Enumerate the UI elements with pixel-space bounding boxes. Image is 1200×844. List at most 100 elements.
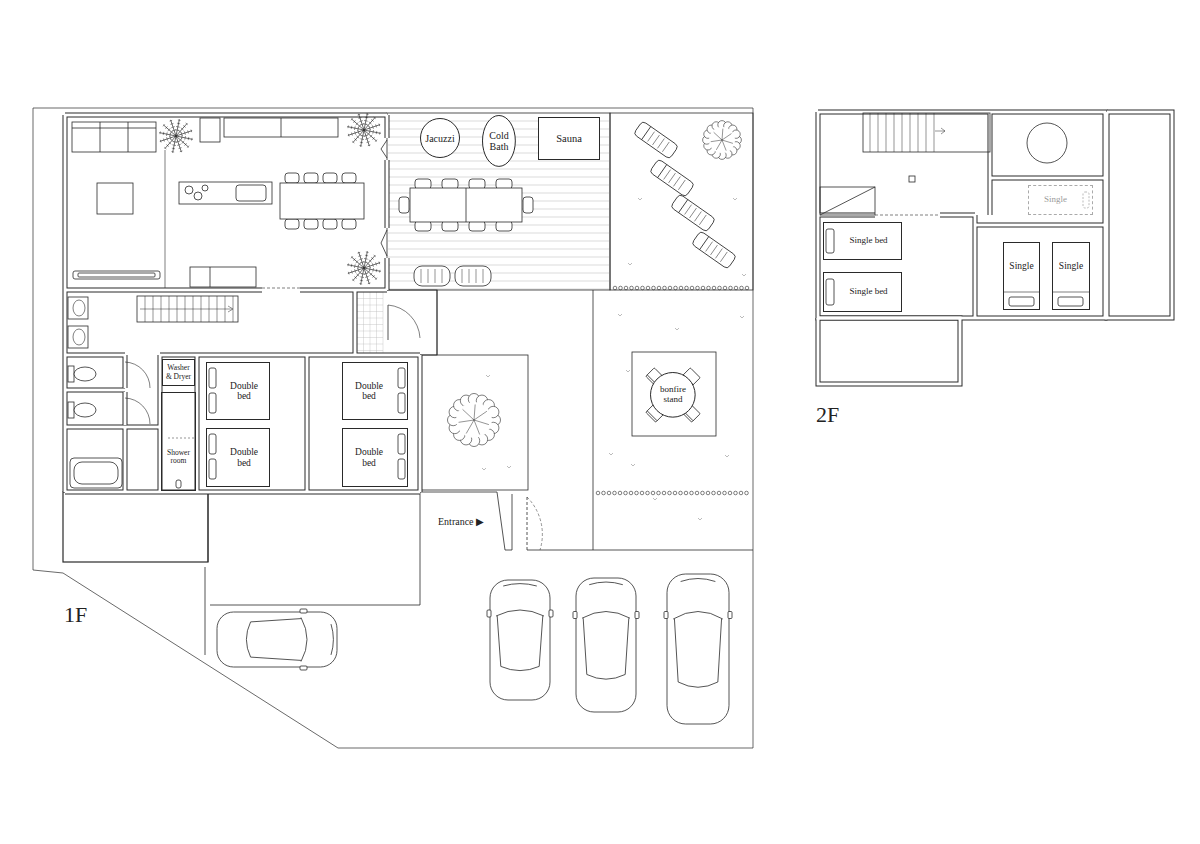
palm-leaf: [364, 268, 381, 271]
door-leaf: [388, 305, 389, 340]
wall-outer: [123, 355, 128, 388]
kitchen-sink: [236, 185, 266, 201]
grass-mark: [631, 464, 635, 466]
palm-leaf: [364, 117, 375, 130]
border-dot: [657, 491, 661, 495]
palm-frond: [365, 117, 368, 119]
border-dot: [613, 491, 617, 495]
laundry-box: Washer & Dryer: [162, 359, 195, 386]
toilet-bowl: [74, 403, 96, 417]
palm-frond: [368, 144, 371, 146]
pillow: [209, 459, 216, 479]
car: [487, 580, 553, 700]
palm-leaf: [176, 136, 189, 147]
palm-frond: [348, 272, 350, 275]
palm-frond: [365, 255, 368, 257]
lounger-back: [642, 127, 651, 140]
border-dot: [706, 491, 710, 495]
wall-outer: [973, 215, 978, 318]
palm-frond: [372, 268, 374, 272]
tree-branch: [474, 420, 489, 425]
wall-outer: [818, 318, 960, 384]
border-dot: [624, 286, 628, 290]
palm-frond: [348, 134, 350, 137]
border-dot: [629, 491, 633, 495]
garden-outline: [610, 113, 753, 290]
stair-tread: [902, 113, 903, 152]
lounger-slat: [694, 212, 701, 222]
grass-mark: [628, 263, 632, 265]
palm-leaf: [159, 133, 176, 136]
border-dot: [723, 491, 727, 495]
palm-frond: [351, 264, 353, 267]
dining-chair: [323, 173, 337, 183]
pillow: [826, 229, 834, 253]
deck-chair: [415, 179, 431, 189]
lounger-slat: [690, 208, 697, 218]
sliding-door: [381, 140, 387, 158]
garden-lounger: [649, 159, 694, 197]
node-label: Washer & Dryer: [165, 364, 192, 381]
opening-line: [875, 215, 940, 216]
palm-frond: [364, 120, 368, 122]
tree-branch: [463, 409, 474, 420]
outlines: [63, 113, 753, 655]
wall-outer: [975, 223, 1105, 228]
border-dot: [607, 491, 611, 495]
deck-chair: [399, 197, 409, 213]
wall-line: [437, 290, 438, 355]
lounger: [414, 266, 450, 286]
palm-frond: [191, 138, 193, 141]
palm-leaf: [361, 268, 364, 285]
deck-board: [388, 241, 609, 242]
wall-outer: [65, 288, 262, 293]
palm-frond: [184, 143, 186, 145]
kitchen-island: [179, 182, 272, 204]
shower-drain: [176, 480, 181, 488]
entrance-wall: [497, 492, 512, 550]
palm-frond: [364, 258, 368, 260]
palm-leaf: [351, 119, 364, 130]
palm-frond: [183, 125, 185, 127]
storage-box: [820, 187, 875, 215]
double-bed: Double bed: [206, 428, 270, 487]
palm-frond: [366, 113, 369, 115]
border-dot: [684, 491, 688, 495]
palm-frond: [351, 133, 352, 136]
tile-line: [357, 324, 383, 325]
palm-frond: [360, 276, 364, 278]
lounger-body: [691, 231, 736, 269]
grass-mark: [742, 274, 746, 276]
grass-mark: [482, 468, 486, 470]
wall-core: [65, 289, 262, 292]
palm-leaf: [176, 131, 192, 136]
staircase: [137, 296, 238, 322]
wall-outer: [940, 213, 975, 218]
border-dot: [695, 491, 699, 495]
palm-frond: [351, 118, 353, 120]
palm-frond: [180, 150, 183, 152]
border-dot: [630, 286, 634, 290]
palm-frond: [370, 273, 372, 276]
wash-basin: [68, 297, 88, 319]
wall-outer: [63, 115, 68, 492]
wall-core: [354, 290, 357, 355]
palm-frond: [163, 124, 165, 126]
palm-leaf: [176, 136, 193, 139]
door-swing: [125, 398, 150, 424]
border-dot: [673, 491, 677, 495]
palm-frond: [164, 147, 166, 149]
palm-frond: [356, 274, 359, 276]
stair-tread: [894, 113, 895, 152]
border-dot: [712, 286, 716, 290]
car-pillar: [583, 618, 629, 674]
palm-leaf: [347, 127, 364, 130]
grass-mark: [626, 370, 630, 372]
border-dot: [618, 491, 622, 495]
palm-frond: [371, 119, 373, 121]
car: [217, 609, 337, 670]
palm-leaf: [364, 130, 377, 141]
partition-line: [165, 150, 166, 288]
lounger-slat: [421, 269, 422, 283]
